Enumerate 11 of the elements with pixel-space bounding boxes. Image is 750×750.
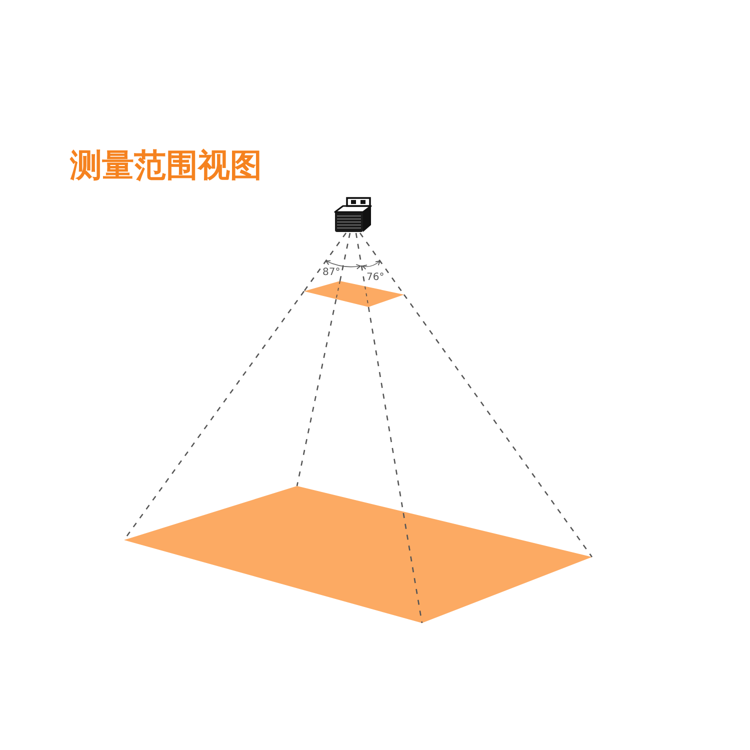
projection-plane <box>124 486 592 623</box>
camera-icon <box>333 197 373 233</box>
angle-label: 76° <box>366 272 384 283</box>
dashed-line <box>403 294 593 558</box>
angle-label: 87° <box>322 267 340 278</box>
projection-plane <box>304 281 404 307</box>
dashed-line <box>303 232 347 292</box>
title: 测量范围视图 <box>70 146 262 184</box>
dashed-line <box>368 306 423 624</box>
dashed-line <box>296 299 337 486</box>
dashed-line <box>339 232 351 282</box>
